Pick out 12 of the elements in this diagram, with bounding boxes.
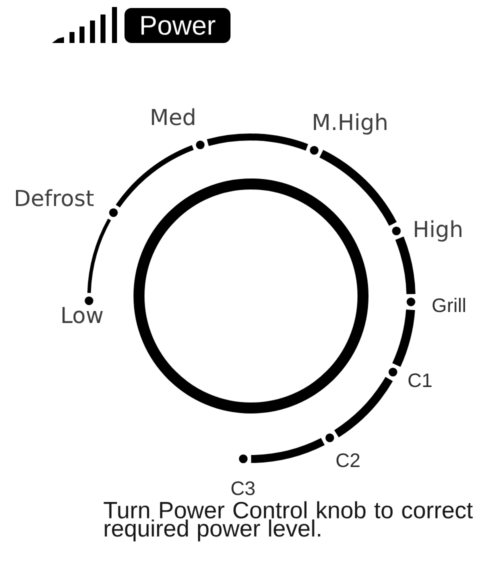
dial-label: High bbox=[414, 220, 462, 242]
dial-label: Grill bbox=[432, 298, 466, 312]
dial-label: Low bbox=[62, 306, 103, 324]
dial-label: M.High bbox=[314, 113, 386, 135]
dial-label: C1 bbox=[408, 373, 432, 388]
knob bbox=[134, 178, 368, 414]
caption: Turn Power Control knob to correct required power level. bbox=[104, 501, 473, 542]
dial-label: Med bbox=[152, 108, 194, 126]
dial-label: Defrost bbox=[16, 189, 94, 206]
dial-label: C2 bbox=[336, 453, 360, 468]
dial-label: C3 bbox=[232, 481, 255, 496]
power-badge: Power bbox=[124, 8, 230, 43]
